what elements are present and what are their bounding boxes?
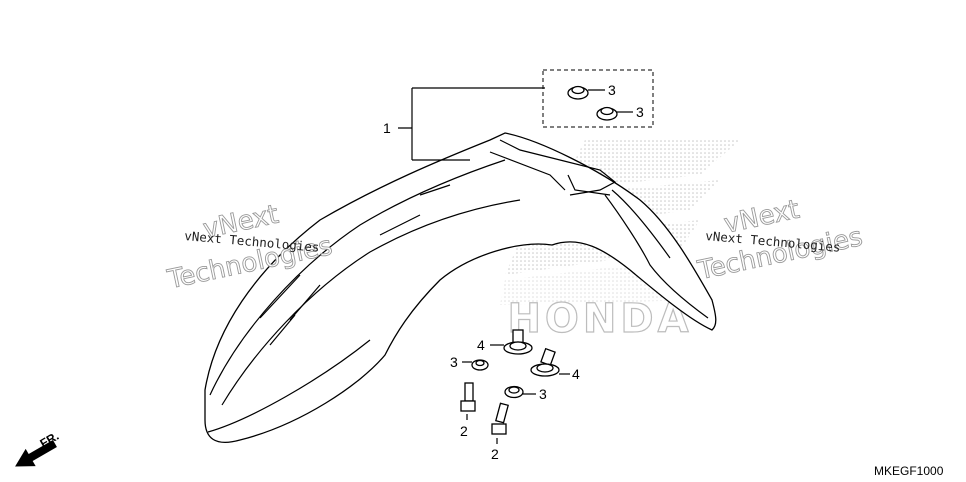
bolt-2-left (460, 382, 476, 420)
clip-nut-inset-lower (596, 106, 633, 121)
callout-3-inset-lower: 3 (636, 104, 644, 120)
clip-nut-3-right (504, 385, 536, 399)
clip-nut-3-left (462, 359, 489, 371)
callout-1: 1 (383, 120, 391, 136)
callout-4-left: 4 (477, 337, 485, 353)
diagram-code: MKEGF1000 (874, 464, 944, 478)
callout-3-inset-upper: 3 (608, 82, 616, 98)
callout-3-right: 3 (539, 386, 547, 402)
callout-4-right: 4 (572, 366, 580, 382)
flange-bolt-4-right (530, 347, 570, 377)
front-fender (204, 132, 717, 444)
honda-logo-text: HONDA (507, 296, 692, 342)
callout-3-left: 3 (450, 354, 458, 370)
callout-1-leader (398, 87, 545, 161)
callout-2-right: 2 (491, 446, 499, 462)
callout-2-left: 2 (460, 423, 468, 439)
flange-bolt-4-left (490, 329, 533, 355)
clip-nut-inset-upper (567, 85, 605, 100)
front-direction-arrow-icon (15, 440, 57, 467)
bolt-2-right (491, 402, 509, 444)
